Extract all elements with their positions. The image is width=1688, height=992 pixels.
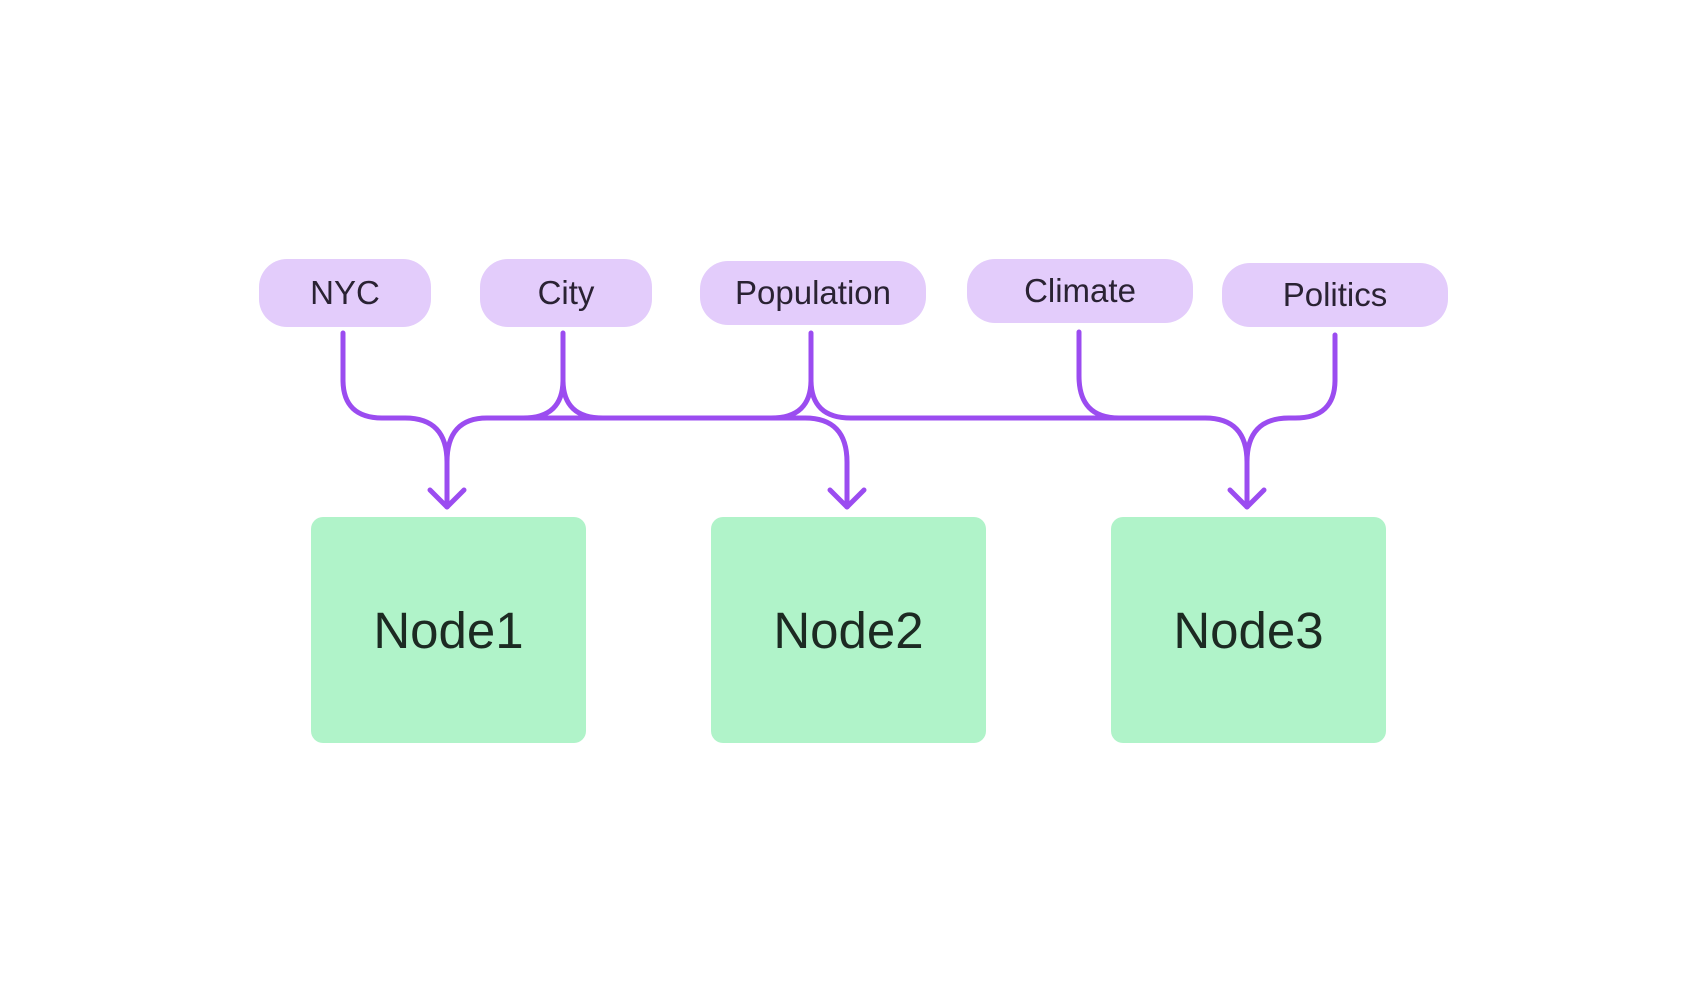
edge-city-to-node2 (560, 377, 850, 510)
node-label: Node3 (1173, 601, 1324, 659)
tag-nyc[interactable]: NYC (259, 259, 431, 327)
tag-label: Politics (1282, 276, 1388, 313)
arrowhead-node1 (427, 487, 467, 510)
edge-population-to-node1 (520, 330, 814, 421)
tag-label: Climate (1024, 272, 1136, 309)
edge-politics-to-node3 (1244, 332, 1338, 465)
arrowhead-node3 (1227, 487, 1267, 510)
node-box-node3[interactable]: Node3 (1111, 517, 1386, 743)
edge-climate-to-node3 (1076, 329, 1208, 421)
tag-climate[interactable]: Climate (967, 259, 1193, 323)
node-label: Node1 (373, 601, 524, 659)
tag-politics[interactable]: Politics (1222, 263, 1448, 327)
node-box-node2[interactable]: Node2 (711, 517, 986, 743)
edge-population-to-node3 (808, 377, 1250, 510)
node-label: Node2 (773, 601, 924, 659)
arrowhead-node2 (827, 487, 867, 510)
tag-label: Population (735, 274, 891, 311)
tag-population[interactable]: Population (700, 261, 926, 325)
node-box-node1[interactable]: Node1 (311, 517, 586, 743)
tag-city[interactable]: City (480, 259, 652, 327)
tag-label: NYC (310, 274, 380, 311)
tag-label: City (537, 274, 595, 311)
edge-nyc-to-node1 (340, 330, 450, 510)
edge-city-to-node1 (444, 330, 566, 465)
